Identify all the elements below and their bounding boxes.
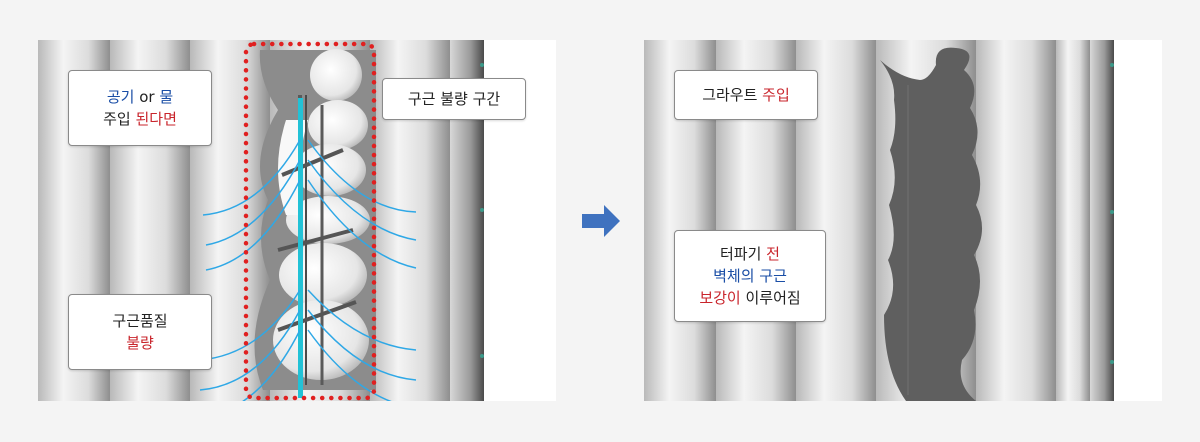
- right-wall-illustration: [644, 40, 1162, 401]
- callout-line-2: 주입 된다면: [103, 110, 177, 128]
- defective-bulb-area: [254, 49, 376, 398]
- defective-section-callout: 구근 불량 구간: [382, 78, 526, 120]
- water-flow-lines: [199, 139, 417, 401]
- grout-injection-callout: 그라우트 주입: [674, 70, 818, 120]
- right-arrow-icon: [582, 205, 620, 237]
- callout-line-1: 터파기 전: [720, 245, 780, 263]
- grouted-reinforced-area: [880, 47, 983, 401]
- callout-line-3: 보강이 이루어짐: [699, 289, 801, 307]
- defect-zone-outline: [243, 41, 377, 401]
- air-water-injection-callout: 공기 or 물 주입 된다면: [68, 70, 212, 146]
- bulb-reinforcement-callout: 터파기 전 벽체의 구근 보강이 이루어짐: [674, 230, 826, 322]
- left-panel: 공기 or 물 주입 된다면 구근 불량 구간 구근품질 불량: [38, 40, 556, 401]
- callout-line-1: 공기 or 물: [106, 88, 174, 106]
- bulb-quality-callout: 구근품질 불량: [68, 294, 212, 370]
- right-panel: 그라우트 주입 터파기 전 벽체의 구근 보강이 이루어짐: [644, 40, 1162, 401]
- callout-line-2: 벽체의 구근: [713, 267, 787, 285]
